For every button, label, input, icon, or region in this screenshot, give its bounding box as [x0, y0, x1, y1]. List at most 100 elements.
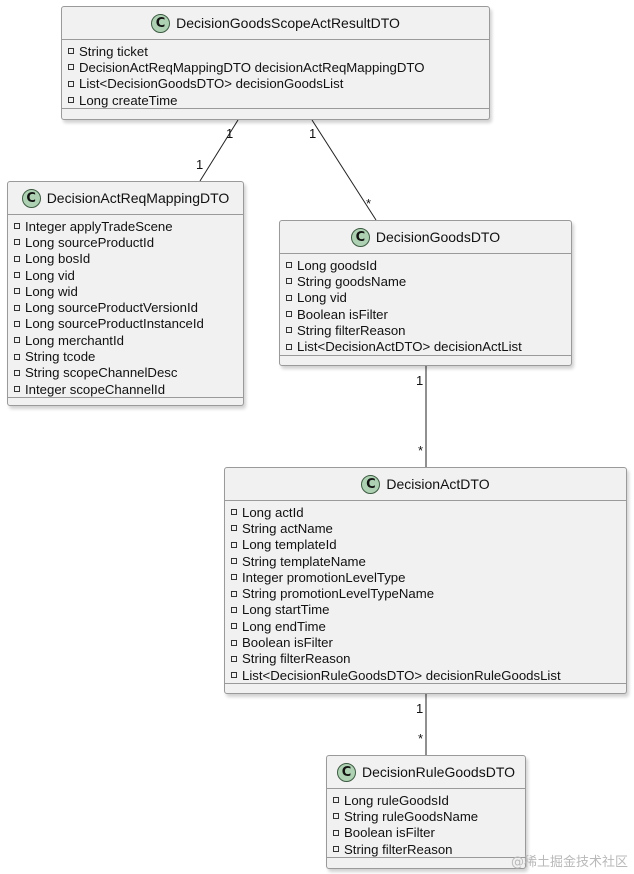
field-item: Long wid: [14, 283, 243, 299]
field-item: String filterReason: [231, 651, 626, 667]
private-visibility-icon: [231, 655, 237, 662]
private-visibility-icon: [286, 343, 292, 350]
private-visibility-icon: [68, 80, 74, 87]
class-decision-goods-dto[interactable]: C DecisionGoodsDTO Long goodsId String g…: [279, 220, 572, 366]
method-section: [62, 109, 489, 117]
association-result-to-mapping: [199, 119, 239, 182]
field-list: Long actId String actName Long templateI…: [225, 501, 626, 685]
field-item: List<DecisionGoodsDTO> decisionGoodsList: [68, 76, 489, 92]
private-visibility-icon: [333, 797, 339, 804]
private-visibility-icon: [231, 590, 237, 597]
multiplicity-label: *: [418, 443, 424, 458]
field-item: Long templateId: [231, 537, 626, 553]
method-section: [280, 356, 571, 364]
field-item: String filterReason: [286, 322, 571, 338]
private-visibility-icon: [14, 320, 20, 327]
class-decision-rule-goods-dto[interactable]: C DecisionRuleGoodsDTO Long ruleGoodsId …: [326, 755, 526, 869]
field-item: String tcode: [14, 348, 243, 364]
private-visibility-icon: [14, 272, 20, 279]
multiplicity-label: 1: [309, 126, 317, 141]
private-visibility-icon: [14, 337, 20, 344]
method-section: [8, 398, 243, 406]
class-c-icon: C: [336, 762, 356, 782]
private-visibility-icon: [68, 97, 74, 104]
private-visibility-icon: [231, 525, 237, 532]
field-item: Long goodsId: [286, 257, 571, 273]
class-header: C DecisionGoodsScopeActResultDTO: [62, 7, 489, 40]
private-visibility-icon: [333, 846, 339, 853]
private-visibility-icon: [68, 48, 74, 55]
private-visibility-icon: [286, 294, 292, 301]
private-visibility-icon: [14, 386, 20, 393]
class-name: DecisionGoodsDTO: [375, 229, 501, 245]
field-item: String filterReason: [333, 841, 525, 857]
class-c-icon: C: [350, 227, 370, 247]
field-item: Long bosId: [14, 251, 243, 267]
private-visibility-icon: [333, 813, 339, 820]
field-item: Boolean isFilter: [231, 634, 626, 650]
field-list: Long goodsId String goodsName Long vid B…: [280, 254, 571, 356]
field-item: Long sourceProductVersionId: [14, 299, 243, 315]
field-list: String ticket DecisionActReqMappingDTO d…: [62, 40, 489, 110]
private-visibility-icon: [14, 304, 20, 311]
class-name: DecisionRuleGoodsDTO: [361, 764, 516, 780]
multiplicity-label: *: [366, 196, 372, 211]
class-decision-goods-scope-act-result-dto[interactable]: C DecisionGoodsScopeActResultDTO String …: [61, 6, 490, 120]
field-item: List<DecisionActDTO> decisionActList: [286, 338, 571, 354]
class-decision-act-dto[interactable]: C DecisionActDTO Long actId String actNa…: [224, 467, 627, 694]
private-visibility-icon: [333, 829, 339, 836]
private-visibility-icon: [231, 639, 237, 646]
field-item: Boolean isFilter: [333, 825, 525, 841]
field-item: String scopeChannelDesc: [14, 365, 243, 381]
multiplicity-label: 1: [416, 373, 424, 388]
class-header: C DecisionActDTO: [225, 468, 626, 501]
multiplicity-label: *: [418, 731, 424, 746]
field-item: Integer promotionLevelType: [231, 569, 626, 585]
private-visibility-icon: [14, 353, 20, 360]
class-name: DecisionActReqMappingDTO: [46, 190, 230, 206]
private-visibility-icon: [231, 541, 237, 548]
field-item: Integer applyTradeScene: [14, 218, 243, 234]
private-visibility-icon: [231, 623, 237, 630]
watermark-text: @稀土掘金技术社区: [510, 855, 628, 870]
private-visibility-icon: [14, 223, 20, 230]
class-header: C DecisionActReqMappingDTO: [8, 182, 243, 215]
multiplicity-label: 1: [196, 157, 204, 172]
private-visibility-icon: [14, 369, 20, 376]
private-visibility-icon: [231, 558, 237, 565]
method-section: [225, 684, 626, 692]
field-item: String promotionLevelTypeName: [231, 585, 626, 601]
field-item: String templateName: [231, 553, 626, 569]
class-name: DecisionActDTO: [386, 476, 490, 492]
class-header: C DecisionRuleGoodsDTO: [327, 756, 525, 789]
field-item: String goodsName: [286, 273, 571, 289]
association-result-to-goods: [311, 119, 377, 221]
field-item: Long sourceProductInstanceId: [14, 316, 243, 332]
private-visibility-icon: [14, 288, 20, 295]
multiplicity-label: 1: [416, 701, 424, 716]
multiplicity-label: 1: [226, 126, 234, 141]
field-item: String ticket: [68, 43, 489, 59]
field-item: String actName: [231, 520, 626, 536]
private-visibility-icon: [231, 509, 237, 516]
method-section: [327, 858, 525, 866]
field-item: Boolean isFilter: [286, 306, 571, 322]
field-list: Integer applyTradeScene Long sourceProdu…: [8, 215, 243, 399]
class-decision-act-req-mapping-dto[interactable]: C DecisionActReqMappingDTO Integer apply…: [7, 181, 244, 406]
field-list: Long ruleGoodsId String ruleGoodsName Bo…: [327, 789, 525, 859]
field-item: DecisionActReqMappingDTO decisionActReqM…: [68, 59, 489, 75]
private-visibility-icon: [68, 64, 74, 71]
field-item: String ruleGoodsName: [333, 808, 525, 824]
class-c-icon: C: [151, 13, 171, 33]
private-visibility-icon: [231, 574, 237, 581]
field-item: Long actId: [231, 504, 626, 520]
field-item: Long endTime: [231, 618, 626, 634]
field-item: Integer scopeChannelId: [14, 381, 243, 397]
private-visibility-icon: [231, 672, 237, 679]
class-c-icon: C: [21, 188, 41, 208]
private-visibility-icon: [286, 311, 292, 318]
field-item: Long ruleGoodsId: [333, 792, 525, 808]
private-visibility-icon: [286, 262, 292, 269]
field-item: Long merchantId: [14, 332, 243, 348]
